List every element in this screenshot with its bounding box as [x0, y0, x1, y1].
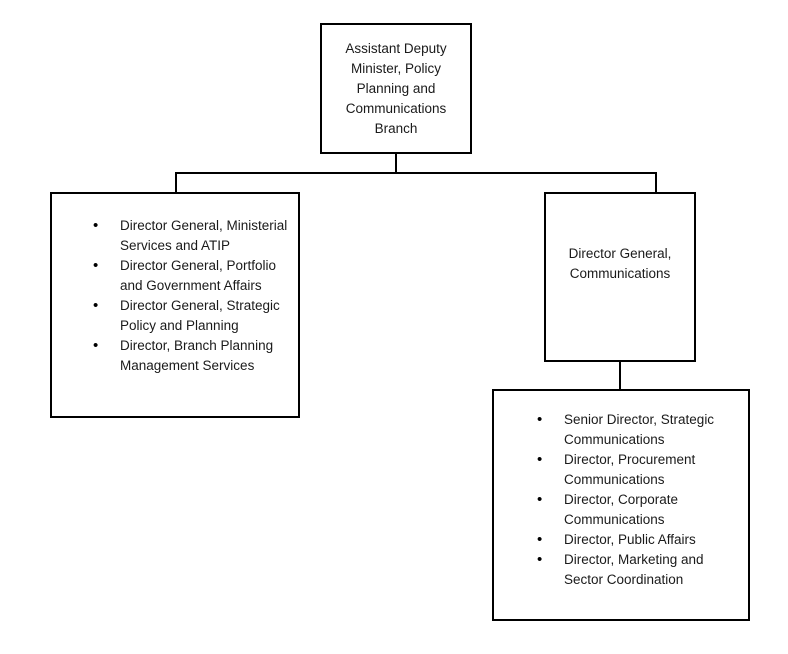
list-item: • Senior Director, Strategic Communicati… [537, 410, 742, 450]
list-item-label: Senior Director, Strategic Communication… [564, 412, 715, 447]
bullet-icon: • [537, 531, 543, 548]
list-item-label: Director, Procurement Communications [564, 452, 696, 487]
node-director-general-communications-label: Director General, Communications [568, 246, 672, 281]
connector-dg-communications-drop [619, 362, 621, 391]
bullet-icon: • [93, 257, 99, 274]
connector-left-drop [175, 172, 177, 194]
list-item: • Director, Procurement Communications [537, 450, 742, 490]
list-item: • Director, Public Affairs [537, 530, 742, 550]
bullet-icon: • [537, 491, 543, 508]
communications-directors-list: • Senior Director, Strategic Communicati… [494, 410, 748, 590]
bullet-icon: • [537, 451, 543, 468]
bullet-icon: • [93, 217, 99, 234]
bullet-icon: • [93, 297, 99, 314]
list-item-label: Director, Corporate Communications [564, 492, 679, 527]
list-item: • Director General, Ministerial Services… [93, 216, 292, 256]
list-item: • Director General, Strategic Policy and… [93, 296, 292, 336]
node-director-general-communications: Director General, Communications [544, 192, 696, 362]
list-item-label: Director, Branch Planning Management Ser… [120, 338, 274, 373]
list-item-label: Director, Public Affairs [564, 532, 696, 547]
list-item: • Director General, Portfolio and Govern… [93, 256, 292, 296]
list-item-label: Director General, Strategic Policy and P… [120, 298, 280, 333]
list-item: • Director, Marketing and Sector Coordin… [537, 550, 742, 590]
list-item-label: Director General, Portfolio and Governme… [120, 258, 277, 293]
bullet-icon: • [537, 411, 543, 428]
list-item: • Director, Corporate Communications [537, 490, 742, 530]
node-communications-directors: • Senior Director, Strategic Communicati… [492, 389, 750, 621]
bullet-icon: • [93, 337, 99, 354]
node-branch-directors-general: • Director General, Ministerial Services… [50, 192, 300, 418]
bullet-icon: • [537, 551, 543, 568]
branch-directors-general-list: • Director General, Ministerial Services… [52, 216, 298, 376]
node-assistant-deputy-minister: Assistant Deputy Minister, Policy Planni… [320, 23, 472, 154]
node-assistant-deputy-minister-label: Assistant Deputy Minister, Policy Planni… [345, 40, 447, 136]
connector-root-stem [395, 153, 397, 174]
connector-horizontal-bus [175, 172, 657, 174]
connector-right-drop [655, 172, 657, 194]
list-item: • Director, Branch Planning Management S… [93, 336, 292, 376]
list-item-label: Director, Marketing and Sector Coordinat… [564, 552, 704, 587]
list-item-label: Director General, Ministerial Services a… [120, 218, 288, 253]
